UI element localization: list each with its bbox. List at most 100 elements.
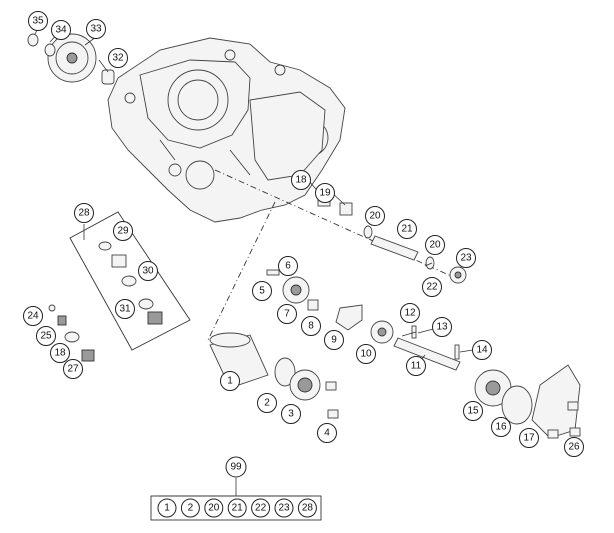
kit-item-21[interactable]: 21 bbox=[227, 498, 247, 518]
callout-5[interactable]: 5 bbox=[252, 281, 272, 301]
callout-12[interactable]: 12 bbox=[400, 303, 420, 323]
callout-circle bbox=[277, 304, 297, 324]
callout-8[interactable]: 8 bbox=[301, 316, 321, 336]
callout-circle bbox=[138, 261, 158, 281]
kit-contents-box bbox=[150, 495, 322, 521]
filter-cover-icon bbox=[289, 369, 321, 401]
callout-35[interactable]: 35 bbox=[28, 11, 48, 31]
nozzle-icon bbox=[98, 241, 127, 268]
callout-label: 17 bbox=[523, 433, 535, 444]
kit-item-28[interactable]: 28 bbox=[297, 498, 317, 518]
callout-10[interactable]: 10 bbox=[356, 344, 376, 364]
assembly-axis-shaft bbox=[214, 169, 461, 281]
callout-33[interactable]: 33 bbox=[86, 19, 106, 39]
callout-20[interactable]: 20 bbox=[365, 206, 385, 226]
callout-4[interactable]: 4 bbox=[317, 423, 337, 443]
callout-13[interactable]: 13 bbox=[432, 317, 452, 337]
callout-label: 3 bbox=[288, 409, 294, 420]
callout-circle bbox=[406, 356, 426, 376]
callout-16[interactable]: 16 bbox=[491, 417, 511, 437]
callout-24[interactable]: 24 bbox=[23, 306, 43, 326]
callout-25[interactable]: 25 bbox=[36, 326, 56, 346]
callout-circle bbox=[108, 48, 128, 68]
callout-circle bbox=[51, 20, 71, 40]
callout-19[interactable]: 19 bbox=[315, 183, 335, 203]
pin-icon bbox=[454, 344, 460, 360]
kit-item-label: 22 bbox=[255, 503, 267, 514]
kit-item-circle bbox=[204, 498, 224, 518]
callout-circle bbox=[365, 206, 385, 226]
callout-27[interactable]: 27 bbox=[63, 359, 83, 379]
callout-label: 9 bbox=[331, 335, 337, 346]
screw-icon bbox=[567, 401, 579, 411]
callout-23[interactable]: 23 bbox=[456, 248, 476, 268]
callout-circle bbox=[356, 344, 376, 364]
callout-17[interactable]: 17 bbox=[519, 428, 539, 448]
callout-label: 12 bbox=[404, 308, 416, 319]
callout-label: 32 bbox=[112, 53, 124, 64]
callout-31[interactable]: 31 bbox=[115, 299, 135, 319]
callout-label: 18 bbox=[54, 348, 66, 359]
callout-label: 13 bbox=[436, 322, 448, 333]
callout-circle bbox=[252, 281, 272, 301]
callout-32[interactable]: 32 bbox=[108, 48, 128, 68]
o-ring-icon bbox=[363, 225, 373, 239]
kit-item-circle bbox=[274, 498, 294, 518]
callout-circle bbox=[315, 183, 335, 203]
callout-label: 11 bbox=[411, 361, 422, 372]
callout-circle bbox=[564, 437, 584, 457]
callout-circle bbox=[317, 423, 337, 443]
callout-21[interactable]: 21 bbox=[397, 219, 417, 239]
callout-circle bbox=[113, 221, 133, 241]
kit-item-label: 20 bbox=[208, 503, 220, 514]
kit-item-22[interactable]: 22 bbox=[251, 498, 271, 518]
kit-item-20[interactable]: 20 bbox=[204, 498, 224, 518]
o-ring-icon bbox=[64, 331, 80, 343]
callout-label: 29 bbox=[117, 226, 129, 237]
callout-label: 35 bbox=[32, 16, 44, 27]
rotor-icon bbox=[370, 320, 394, 344]
kit-item-2[interactable]: 2 bbox=[180, 498, 200, 518]
callout-18[interactable]: 18 bbox=[50, 343, 70, 363]
callout-circle bbox=[456, 248, 476, 268]
callout-20[interactable]: 20 bbox=[425, 235, 445, 255]
callout-label: 21 bbox=[401, 224, 413, 235]
callout-3[interactable]: 3 bbox=[281, 404, 301, 424]
callout-15[interactable]: 15 bbox=[463, 401, 483, 421]
screw-icon bbox=[569, 427, 581, 437]
callout-14[interactable]: 14 bbox=[472, 340, 492, 360]
plug-icon bbox=[449, 266, 467, 284]
callout-22[interactable]: 22 bbox=[422, 277, 442, 297]
callout-circle bbox=[519, 428, 539, 448]
callout-18[interactable]: 18 bbox=[291, 170, 311, 190]
callout-circle bbox=[301, 316, 321, 336]
callout-1[interactable]: 1 bbox=[220, 371, 240, 391]
o-ring-icon bbox=[501, 385, 533, 425]
callout-29[interactable]: 29 bbox=[113, 221, 133, 241]
callout-9[interactable]: 9 bbox=[324, 330, 344, 350]
kit-item-label: 1 bbox=[164, 503, 170, 514]
o-ring-icon bbox=[274, 357, 296, 387]
kit-item-23[interactable]: 23 bbox=[274, 498, 294, 518]
callout-26[interactable]: 26 bbox=[564, 437, 584, 457]
callout-11[interactable]: 11 bbox=[406, 356, 426, 376]
callout-28[interactable]: 28 bbox=[74, 203, 94, 223]
callout-circle bbox=[63, 359, 83, 379]
kit-item-label: 28 bbox=[302, 503, 314, 514]
kit-item-circle bbox=[227, 498, 247, 518]
callout-2[interactable]: 2 bbox=[257, 393, 277, 413]
kit-item-label: 21 bbox=[232, 503, 244, 514]
callout-30[interactable]: 30 bbox=[138, 261, 158, 281]
callout-label: 1 bbox=[227, 376, 233, 387]
engine-crankcase bbox=[107, 37, 346, 223]
callout-6[interactable]: 6 bbox=[278, 256, 298, 276]
kit-callout-99[interactable]: 99 bbox=[225, 456, 247, 478]
callout-34[interactable]: 34 bbox=[51, 20, 71, 40]
callout-7[interactable]: 7 bbox=[277, 304, 297, 324]
kit-item-1[interactable]: 1 bbox=[157, 498, 177, 518]
callout-label: 20 bbox=[369, 211, 381, 222]
callout-circle bbox=[324, 330, 344, 350]
screw-icon bbox=[307, 299, 319, 311]
callout-circle bbox=[278, 256, 298, 276]
